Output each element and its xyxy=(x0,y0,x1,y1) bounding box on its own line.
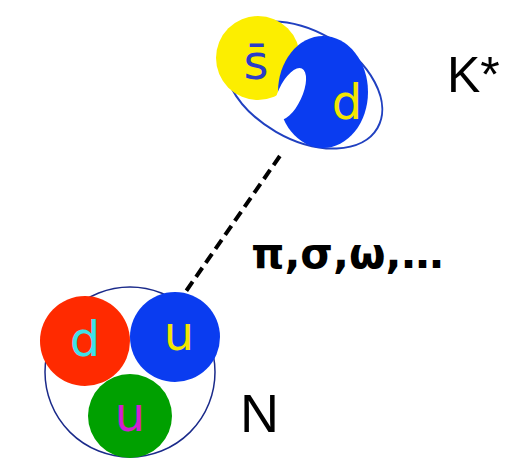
quark-fill xyxy=(88,374,172,458)
exchange-label: π,σ,ω,… xyxy=(251,233,443,275)
quark-label: d xyxy=(332,78,362,126)
quark-blob: u xyxy=(88,374,172,458)
quark-fill xyxy=(40,296,130,386)
quark-blob: d xyxy=(278,36,368,148)
particle-label: K* xyxy=(447,50,500,100)
meson-outline: K*s̄d xyxy=(214,14,392,156)
particle-label: N xyxy=(240,386,279,440)
gluon-gap xyxy=(267,64,312,125)
exchange-line xyxy=(178,156,279,302)
quark-fill xyxy=(130,292,220,382)
quark-label: d xyxy=(70,315,100,363)
quark-blob: u xyxy=(130,292,220,382)
quark-label: u xyxy=(164,309,194,357)
meson-outline xyxy=(202,0,405,175)
nucleon-outline: Nduu xyxy=(44,286,216,458)
quark-label: u xyxy=(115,390,145,438)
quark-label: s̄ xyxy=(243,38,268,86)
quark-blob: d xyxy=(40,296,130,386)
